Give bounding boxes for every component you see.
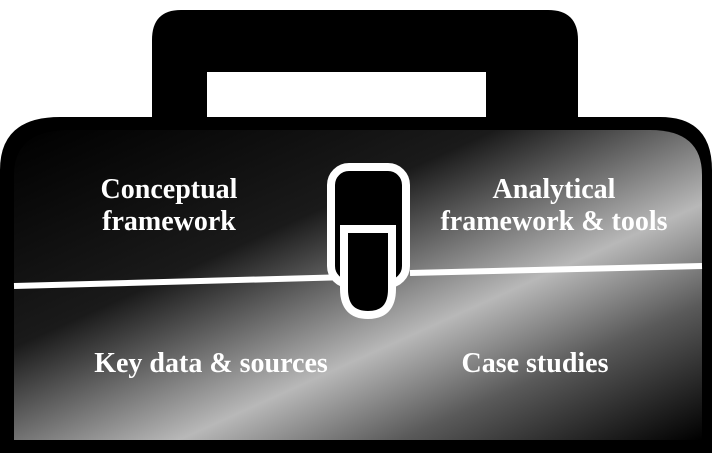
label-key-data-sources: Key data & sources [94, 348, 328, 380]
handle [152, 10, 578, 120]
label-line: Conceptual [100, 174, 238, 205]
label-conceptual-framework: Conceptual framework [101, 174, 238, 238]
label-line: Case studies [461, 348, 609, 379]
lid-separator-line [13, 263, 703, 289]
label-line: Key data & sources [94, 348, 328, 379]
label-line: framework & tools [440, 206, 668, 237]
label-case-studies: Case studies [461, 348, 608, 380]
label-analytical-framework-tools: Analytical framework & tools [440, 174, 667, 238]
latch-tongue [340, 225, 396, 320]
label-line: Analytical [492, 174, 616, 205]
label-line: framework [102, 206, 236, 237]
